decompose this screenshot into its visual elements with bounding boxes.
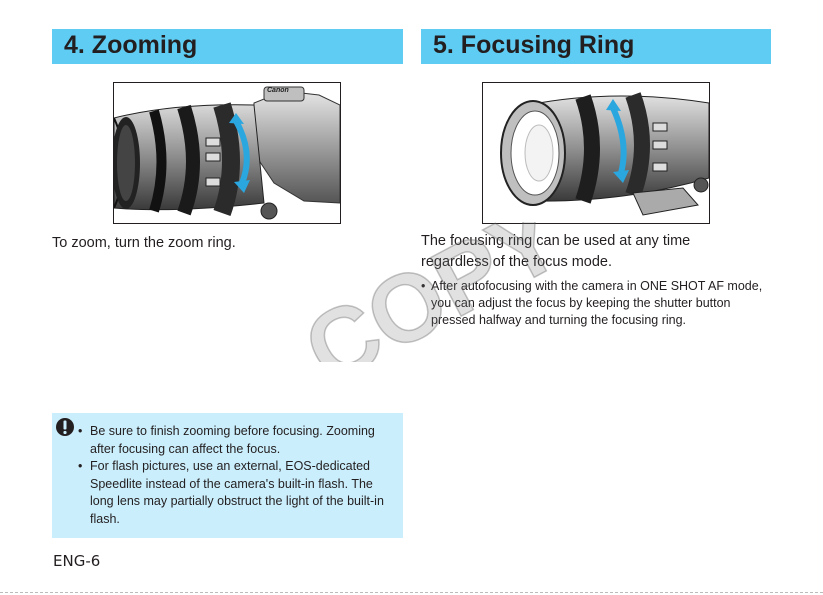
focusing-ring-note-text: After autofocusing with the camera in ON… — [431, 279, 763, 327]
page-number: ENG-6 — [53, 552, 101, 570]
bullet-dot: • — [78, 459, 83, 473]
bullet-dot: • — [421, 279, 426, 293]
caution-item-text: For flash pictures, use an external, EOS… — [90, 459, 384, 526]
caution-icon — [56, 418, 74, 436]
section-title-focusing-ring: 5. Focusing Ring — [433, 31, 635, 59]
caution-item: • For flash pictures, use an external, E… — [76, 458, 396, 528]
zoom-instruction: To zoom, turn the zoom ring. — [52, 235, 236, 251]
caution-item-text: Be sure to finish zooming before focusin… — [90, 424, 375, 456]
focusing-ring-instruction: The focusing ring can be used at any tim… — [421, 231, 771, 273]
focusing-ring-illustration — [482, 82, 710, 224]
focusing-ring-instruction-line-2: regardless of the focus mode. — [421, 254, 613, 270]
page-bottom-rule — [0, 592, 823, 593]
section-header-zooming: 4. Zooming — [52, 29, 403, 64]
zoom-ring-illustration: Canon — [113, 82, 341, 224]
caution-item: • Be sure to finish zooming before focus… — [76, 423, 396, 458]
focusing-ring-note: • After autofocusing with the camera in … — [421, 278, 773, 329]
focusing-ring-instruction-line-1: The focusing ring can be used at any tim… — [421, 233, 691, 249]
section-title-zooming: 4. Zooming — [64, 31, 198, 59]
caution-list: • Be sure to finish zooming before focus… — [76, 423, 396, 528]
bullet-dot: • — [78, 424, 83, 438]
section-header-focusing-ring: 5. Focusing Ring — [421, 29, 771, 64]
camera-brand-label: Canon — [267, 87, 289, 94]
caution-box: • Be sure to finish zooming before focus… — [52, 413, 403, 538]
